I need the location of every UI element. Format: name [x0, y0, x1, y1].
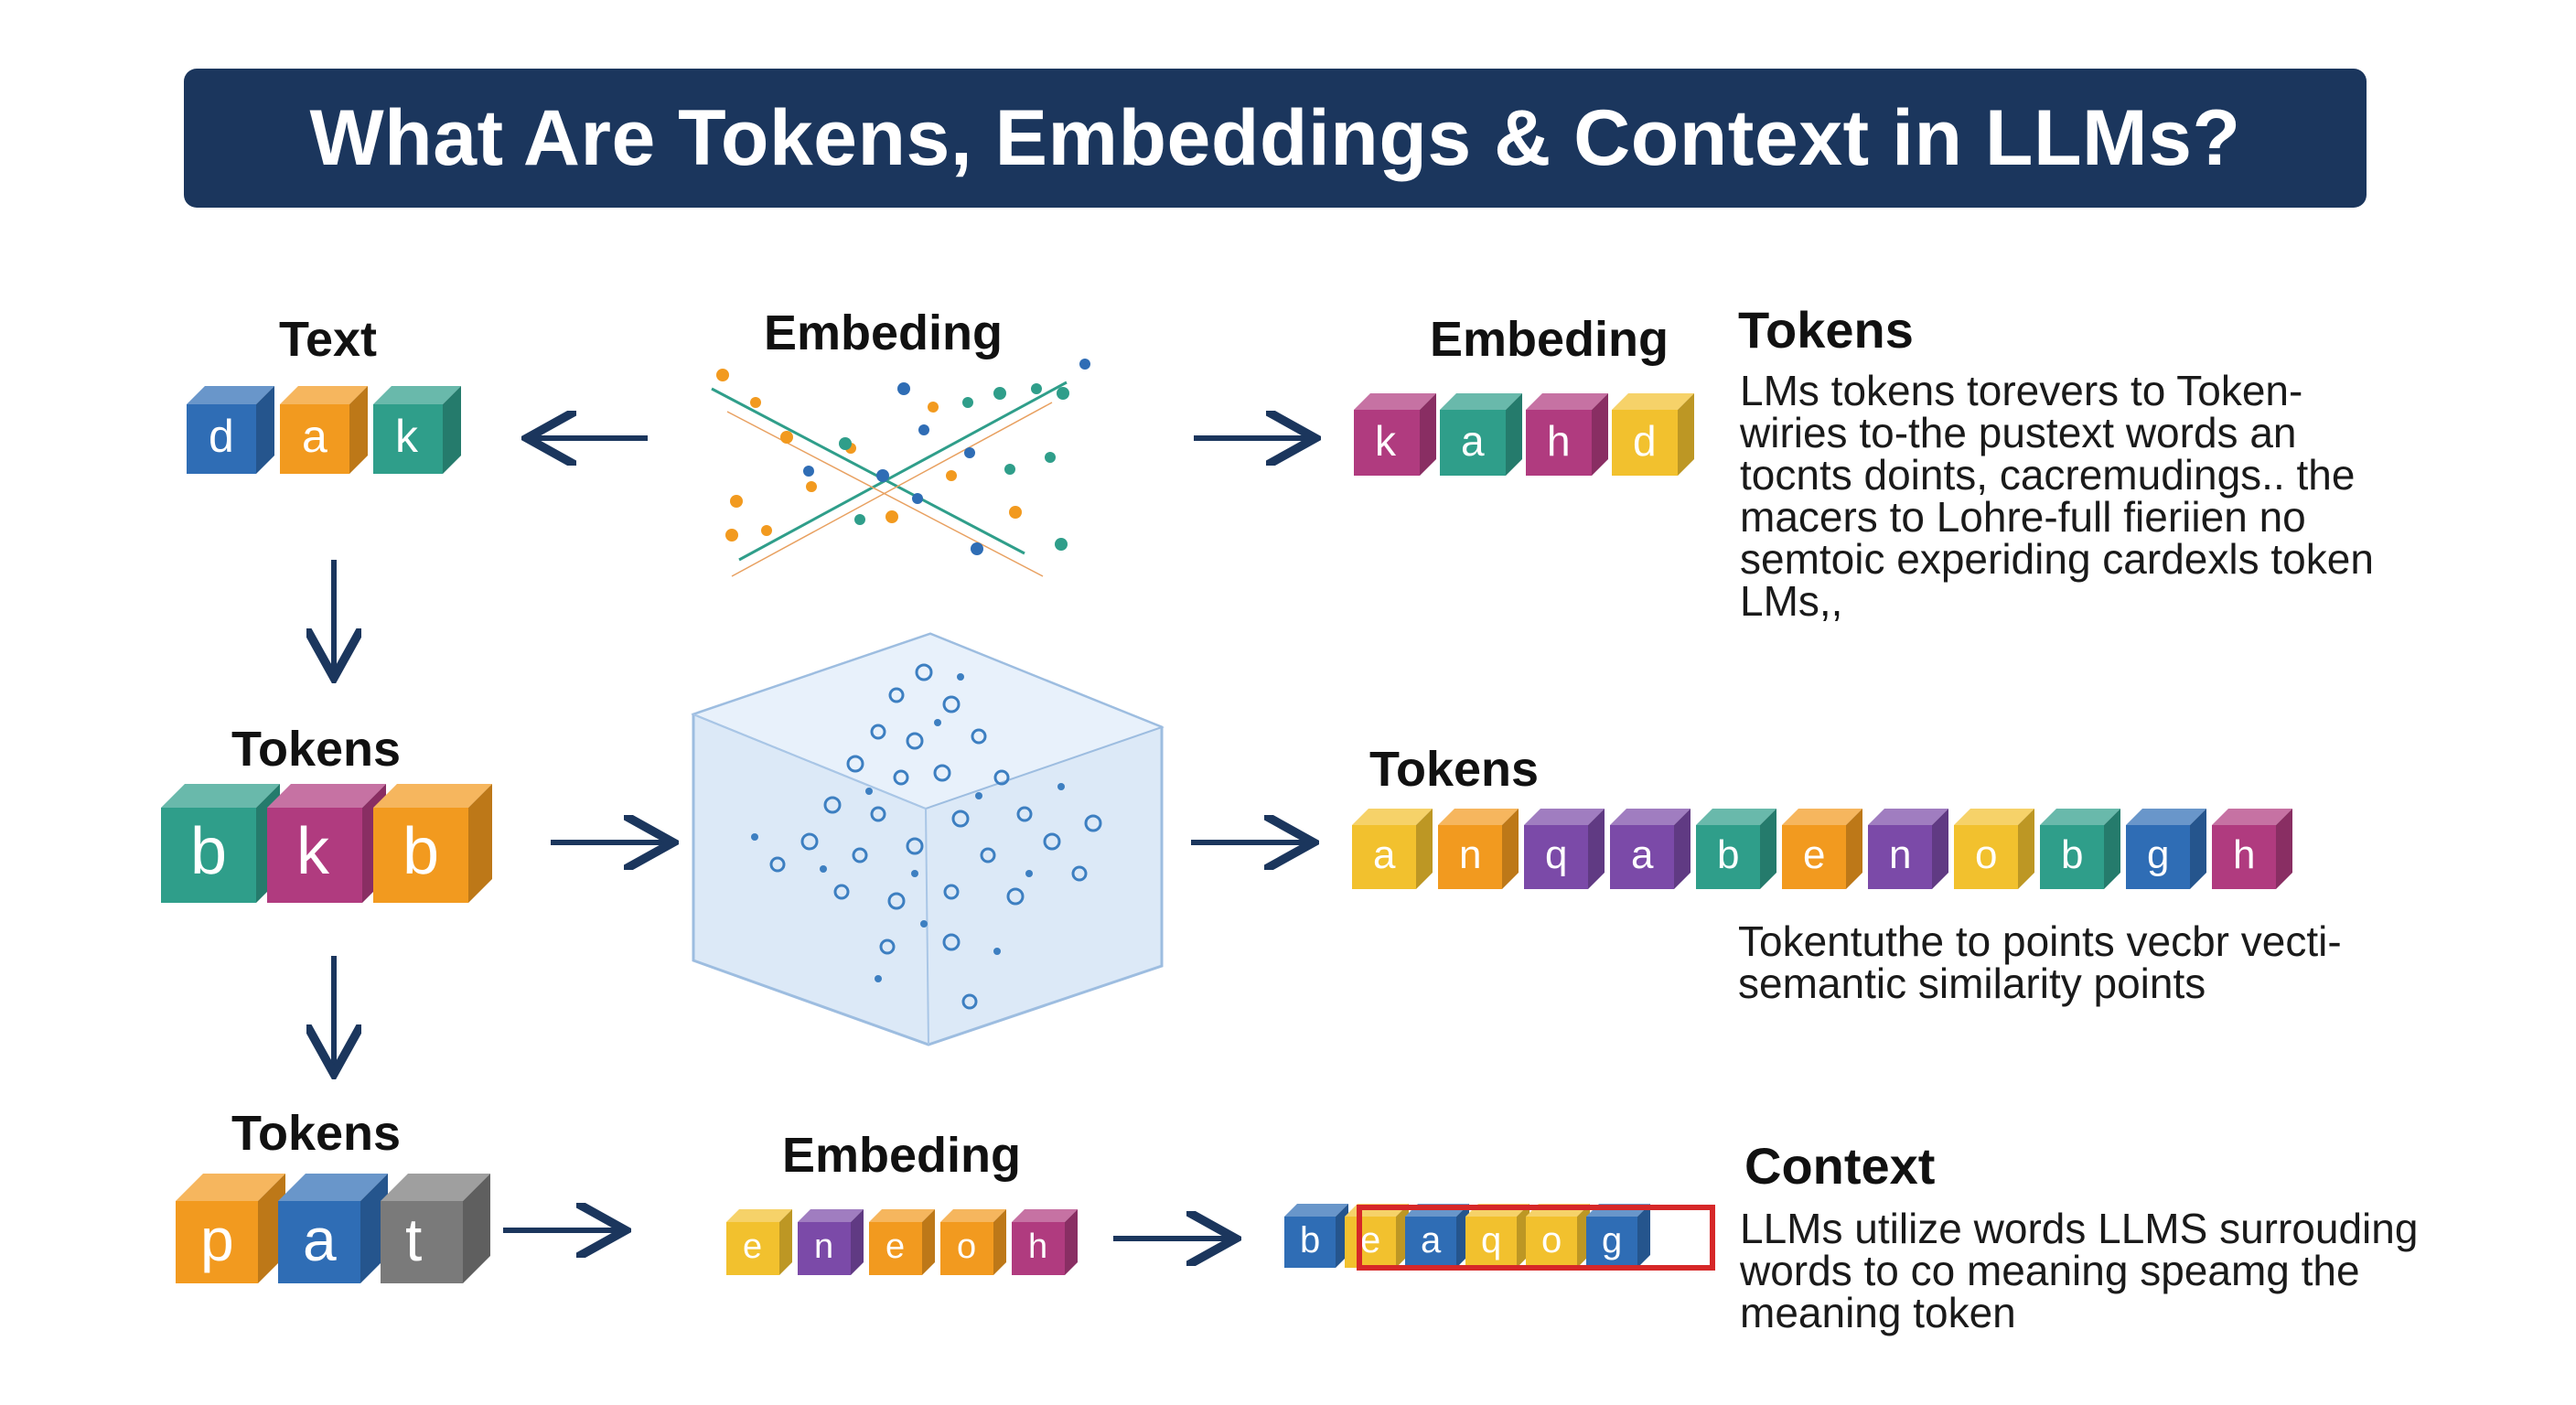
bottom-embedding-row-cube-letter: o: [957, 1228, 977, 1266]
label-tokens-right-mid: Tokens: [1369, 742, 1540, 797]
long-tokens-row-cube-letter: b: [1717, 832, 1740, 877]
long-tokens-row-cube-4: b: [1696, 809, 1776, 889]
long-tokens-row-cube-7: o: [1954, 809, 2034, 889]
text-row-cube-letter: k: [395, 411, 418, 462]
context-row-cube-letter: b: [1300, 1220, 1321, 1260]
embedding-scatter: [711, 359, 1090, 577]
tokens-row-cube-letter: k: [296, 815, 329, 888]
long-tokens-row-cube-2: q: [1524, 809, 1605, 889]
embedding-row-cube-1: a: [1440, 393, 1522, 476]
text-row-cube-0: d: [187, 386, 274, 474]
context-row-cube-letter: e: [1360, 1220, 1381, 1260]
embedding-row-cube-3: d: [1612, 393, 1694, 476]
context-row-cube-1: e: [1345, 1204, 1409, 1268]
long-tokens-row-cube-10: h: [2212, 809, 2292, 889]
context-row-cube-5: g: [1586, 1204, 1650, 1268]
bottom-embedding-row-cube-letter: e: [743, 1228, 763, 1266]
bottom-tokens-row-cube-2: t: [381, 1174, 490, 1283]
bottom-embedding-row-cube-letter: n: [814, 1228, 834, 1266]
text-row-cube-letter: d: [209, 411, 234, 462]
text-row-cube-2: k: [373, 386, 461, 474]
label-tokens-left-bottom: Tokens: [231, 1106, 402, 1161]
context-highlight: [1357, 1205, 1715, 1271]
context-row-cube-letter: g: [1602, 1220, 1623, 1260]
page-title: What Are Tokens, Embeddings & Context in…: [309, 93, 2241, 182]
bottom-tokens-row-cube-letter: a: [303, 1206, 337, 1273]
label-context: Context: [1744, 1137, 1936, 1195]
label-tokens-left-mid: Tokens: [231, 722, 402, 777]
long-tokens-row-cube-0: a: [1352, 809, 1433, 889]
long-tokens-row-cube-1: n: [1438, 809, 1519, 889]
long-tokens-row-cube-letter: h: [2233, 832, 2256, 877]
bottom-embedding-row-cube-letter: h: [1028, 1228, 1048, 1266]
bottom-embedding-row-cube-4: h: [1012, 1209, 1078, 1275]
tokens-row-cube-2: b: [373, 784, 492, 903]
bottom-embedding-row-cube-letter: e: [886, 1228, 906, 1266]
long-tokens-row-cube-letter: e: [1803, 832, 1826, 877]
context-description: LLMs utilize words LLMS surrouding words…: [1740, 1205, 2419, 1336]
long-tokens-row-cube-letter: b: [2061, 832, 2084, 877]
embedding-row-cube-letter: h: [1547, 417, 1571, 465]
long-tokens-row-cube-letter: o: [1975, 832, 1998, 877]
bottom-embedding-row-cube-1: n: [798, 1209, 864, 1275]
label-embedding-top: Embeding: [764, 306, 1004, 360]
bottom-tokens-row-cube-letter: p: [200, 1206, 234, 1273]
text-row-cube-1: a: [280, 386, 368, 474]
vector-space-box: [691, 632, 1165, 1046]
tokens-row-cube-letter: b: [402, 815, 440, 888]
title-banner: What Are Tokens, Embeddings & Context in…: [184, 69, 2367, 208]
vector-description: Tokentuthe to points vecbr vecti- semant…: [1738, 917, 2342, 1007]
long-tokens-row-cube-letter: n: [1459, 832, 1482, 877]
long-tokens-row-cube-5: e: [1782, 809, 1862, 889]
long-tokens-row-cube-9: g: [2126, 809, 2206, 889]
embedding-row-cube-0: k: [1354, 393, 1436, 476]
bottom-embedding-row-cube-3: o: [940, 1209, 1006, 1275]
long-tokens-row-cube-8: b: [2040, 809, 2120, 889]
long-tokens-row-cube-letter: g: [2147, 832, 2170, 877]
long-tokens-row-cube-letter: a: [1373, 832, 1396, 877]
arrows: [334, 438, 1310, 1239]
tokens-description: LMs tokens torevers to Token- wiries to-…: [1740, 367, 2374, 625]
long-tokens-row-cube-letter: n: [1889, 832, 1912, 877]
bottom-embedding-row-cube-0: e: [726, 1209, 792, 1275]
label-tokens-heading: Tokens: [1738, 301, 1914, 359]
embedding-row-cube-letter: a: [1461, 417, 1485, 465]
long-tokens-row-cube-3: a: [1610, 809, 1690, 889]
long-tokens-row-cube-letter: q: [1545, 832, 1568, 877]
long-tokens-row-cube-6: n: [1868, 809, 1948, 889]
context-row-cube-letter: a: [1421, 1220, 1442, 1260]
label-embedding-right: Embeding: [1430, 312, 1669, 367]
embedding-row-cube-letter: d: [1633, 417, 1657, 465]
context-row-cube-letter: o: [1541, 1220, 1562, 1260]
long-tokens-row-cube-letter: a: [1631, 832, 1654, 877]
label-embedding-bottom: Embeding: [782, 1128, 1022, 1183]
embedding-row-cube-letter: k: [1375, 417, 1396, 465]
tokens-row-cube-letter: b: [190, 815, 228, 888]
embedding-row-cube-2: h: [1526, 393, 1608, 476]
bottom-tokens-row-cube-letter: t: [405, 1206, 423, 1273]
label-text: Text: [279, 312, 378, 367]
bottom-embedding-row-cube-2: e: [869, 1209, 935, 1275]
context-row-cube-letter: q: [1481, 1220, 1502, 1260]
text-row-cube-letter: a: [302, 411, 327, 462]
